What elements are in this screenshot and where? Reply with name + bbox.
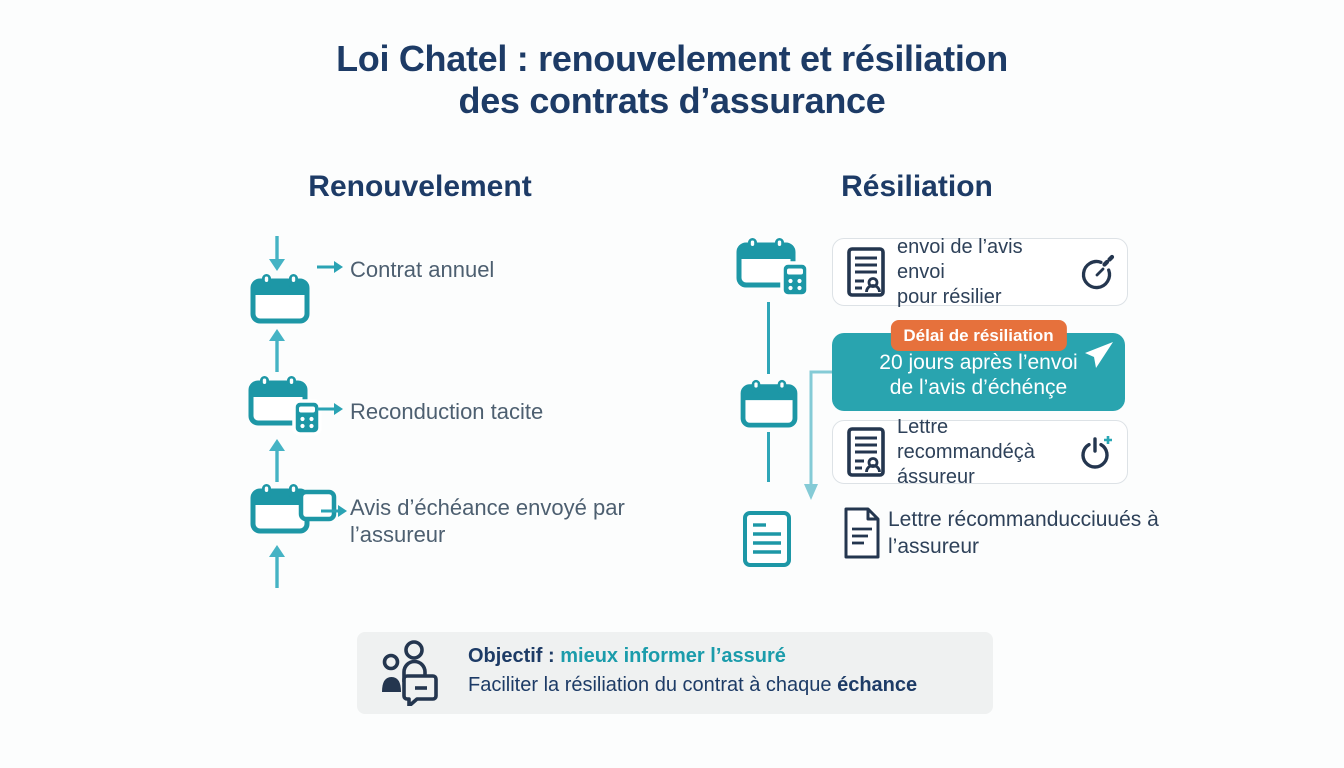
objective-line2: Faciliter la résiliation du contrat à ch… — [468, 674, 917, 697]
label-lettre-line2: l’assureur — [888, 535, 980, 558]
cursor-arrow-icon — [1085, 342, 1113, 368]
calendar-calculator-icon — [736, 238, 810, 298]
label-contrat-annuel: Contrat annuel — [350, 257, 495, 282]
column-header-renouvellement: Renouvelement — [308, 170, 532, 203]
objective-line2-bold: échance — [837, 674, 918, 696]
objective-line2-text: Faciliter la résiliation du contrat à ch… — [468, 674, 838, 696]
right-arrow-icon — [321, 505, 347, 517]
card-envoi-avis-line1: envoi de l’avis envoi — [897, 235, 1023, 283]
down-arrow-icon — [269, 236, 285, 271]
card-envoi-avis-text: envoi de l’avis envoi pour résilier — [897, 235, 1067, 310]
delay-banner-line1: 20 jours après l’envoi — [879, 351, 1078, 374]
up-arrow-icon — [269, 439, 285, 482]
column-header-resiliation: Résiliation — [841, 170, 993, 203]
calendar-icon — [250, 274, 310, 324]
objective-line1: Objectif : mieux informer l’assuré — [468, 645, 786, 668]
registered-letter-icon — [847, 247, 885, 297]
label-lettre-line1: Lettre récommanducciuués à — [888, 508, 1159, 531]
label-reconduction-tacite: Reconduction tacite — [350, 399, 544, 424]
card-lettre-recommandee: Lettre recommandéçà ássureur — [832, 416, 1128, 488]
delay-banner: Délai de résiliation 20 jours après l’en… — [832, 320, 1125, 411]
label-lettre-recommandee-assureur: Lettre récommanducciuués à l’assureur — [888, 506, 1159, 560]
pencil-circle-icon — [1081, 254, 1115, 290]
page-title: Loi Chatel : renouvelement et résiliatio… — [0, 38, 1344, 122]
page-icon — [844, 507, 880, 559]
power-plus-icon — [1081, 436, 1112, 469]
calculator-badge-icon — [292, 399, 322, 436]
page-title-line2: des contrats d’assurance — [458, 79, 886, 121]
right-arrow-icon — [317, 261, 343, 273]
objective-bar — [357, 632, 993, 714]
people-chat-icon — [382, 640, 438, 706]
delay-badge: Délai de résiliation — [890, 320, 1067, 351]
document-icon — [743, 511, 791, 567]
card-envoi-avis: envoi de l’avis envoi pour résilier — [832, 236, 1128, 308]
calendar-calculator-icon — [248, 376, 322, 436]
objective-label: Objectif : — [468, 645, 555, 667]
objective-highlight: mieux informer l’assuré — [560, 645, 786, 667]
calculator-badge-icon — [780, 261, 810, 298]
card-envoi-avis-line2: pour résilier — [897, 285, 1002, 308]
card-lettre-recommandee-text: Lettre recommandéçà ássureur — [897, 415, 1067, 490]
up-arrow-icon — [269, 329, 285, 372]
calendar-note-icon — [250, 484, 337, 534]
up-arrow-icon — [269, 545, 285, 588]
timeline-connector — [767, 432, 770, 482]
timeline-connector — [767, 302, 770, 374]
label-avis-echeance: Avis d’échéance envoyé par l’assureur — [350, 494, 625, 548]
label-avis-echeance-line1: Avis d’échéance envoyé par — [350, 495, 625, 520]
page-title-line1: Loi Chatel : renouvelement et résiliatio… — [336, 38, 1008, 79]
calendar-icon — [740, 379, 798, 428]
right-arrow-icon — [317, 403, 343, 415]
elbow-arrow-connector — [804, 370, 832, 500]
card-lettre-line1: Lettre recommandéçà — [897, 415, 1035, 463]
delay-banner-line2: de l’avis d’échénçe — [889, 376, 1068, 399]
card-lettre-line2: ássureur — [897, 465, 975, 488]
label-avis-echeance-line2: l’assureur — [350, 522, 446, 547]
registered-letter-icon — [847, 427, 885, 477]
